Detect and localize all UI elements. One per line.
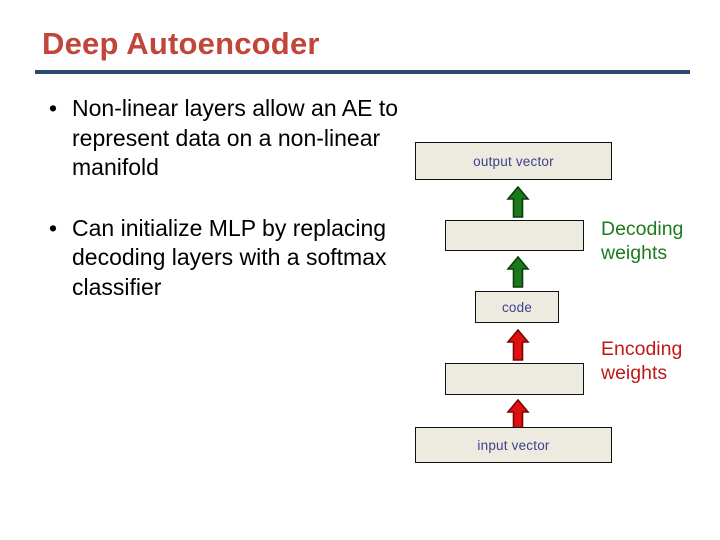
bullet-item-2: • Can initialize MLP by replacing decodi… [40, 214, 410, 303]
legend-decoding-weights: Decoding weights [601, 218, 684, 264]
bullet-text-1: Non-linear layers allow an AE to represe… [72, 95, 398, 180]
node-output-vector: output vector [415, 142, 612, 180]
arrow-encoding-top-icon [506, 329, 530, 361]
node-input-vector-label: input vector [477, 437, 550, 453]
page-title: Deep Autoencoder [42, 26, 320, 61]
node-output-vector-label: output vector [473, 153, 554, 169]
bullet-marker-icon: • [49, 214, 58, 241]
node-code-label: code [501, 299, 533, 315]
node-input-vector: input vector [415, 427, 612, 463]
node-code: code [475, 291, 559, 323]
bullet-list: • Non-linear layers allow an AE to repre… [40, 94, 410, 302]
arrow-decoding-top-icon [506, 186, 530, 218]
bullet-marker-icon: • [49, 95, 58, 121]
bullet-text-2: Can initialize MLP by replacing decoding… [72, 214, 387, 300]
arrow-decoding-bottom-icon [506, 256, 530, 288]
legend-encoding-weights: Encoding weights [601, 338, 683, 384]
node-encoding-layer [445, 363, 584, 395]
bullet-item-1: • Non-linear layers allow an AE to repre… [40, 94, 410, 183]
title-divider [35, 70, 690, 74]
node-decoding-layer [445, 220, 584, 251]
title-divider-left-segment [35, 71, 335, 74]
